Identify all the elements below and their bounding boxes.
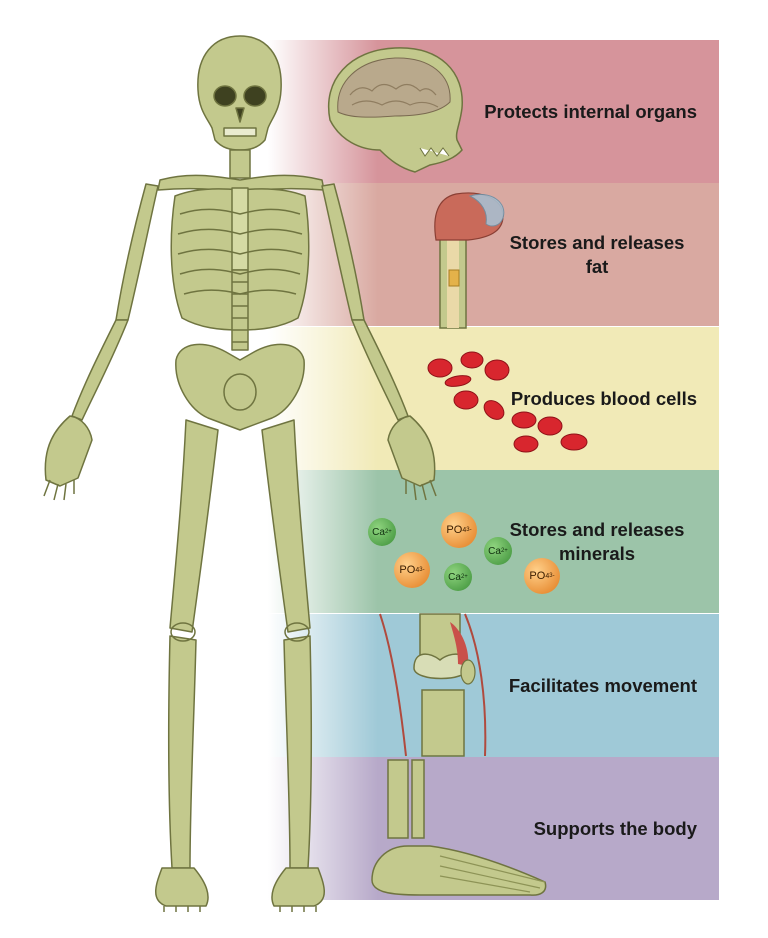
bone-marrow-icon [434,192,505,329]
foot-icon [371,759,547,896]
label-minerals: Stores and releases minerals [509,519,685,564]
label-stores-fat: Stores and releases fat [509,232,685,277]
skull-section-icon [327,47,463,173]
knee-joint-icon [379,613,487,757]
red-blood-cells-icon [427,351,588,453]
label-movement: Facilitates movement [508,674,697,696]
label-support: Supports the body [533,817,697,839]
label-protects-organs: Protects internal organs [484,100,697,122]
label-blood-cells: Produces blood cells [510,387,697,409]
